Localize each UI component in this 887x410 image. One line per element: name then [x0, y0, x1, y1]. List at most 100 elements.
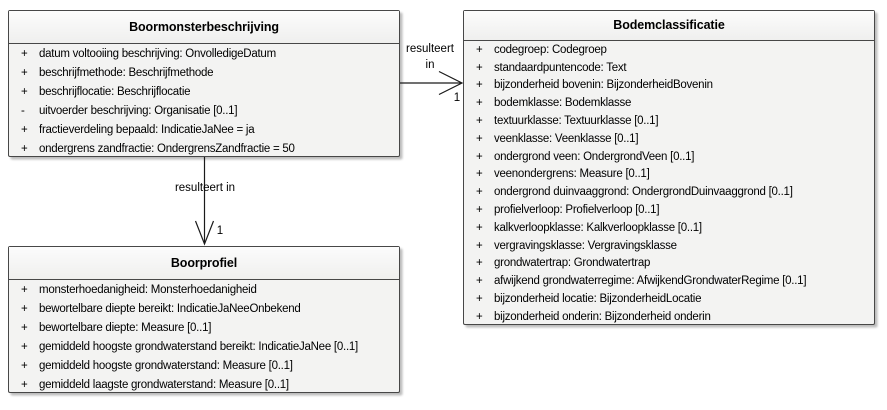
visibility-marker: + [476, 97, 483, 110]
attribute-text: veenklasse: Veenklasse [0..1] [494, 132, 639, 145]
attribute-text: bewortelbare diepte: Measure [0..1] [39, 321, 212, 334]
edge-label-resulteert-in: resulteert in [174, 182, 236, 194]
attribute-list: + monsterhoedanigheid: Monsterhoedanighei… [9, 280, 399, 394]
attribute-row: + monsterhoedanigheid: Monsterhoedanighei… [9, 280, 399, 299]
visibility-marker: + [476, 293, 483, 306]
attribute-text: vergravingsklasse: Vergravingsklasse [494, 239, 677, 252]
attribute-list: + datum voltooiing beschrijving: Onvolled… [9, 44, 399, 158]
attribute-text: fractieverdeling bepaald: IndicatieJaNee… [39, 123, 255, 136]
attribute-row: + ondergrond duinvaaggrond: OndergrondDui… [464, 183, 874, 201]
attribute-row: + bodemklasse: Bodemklasse [464, 94, 874, 112]
visibility-marker: + [21, 321, 28, 334]
attribute-text: bijzonderheid bovenin: BijzonderheidBove… [494, 79, 713, 92]
visibility-marker: + [476, 275, 483, 288]
attribute-text: beschrijflocatie: Beschrijflocatie [39, 85, 191, 98]
visibility-marker: + [476, 310, 483, 323]
visibility-marker: + [21, 66, 28, 79]
attribute-text: codegroep: Codegroep [494, 43, 607, 56]
attribute-text: bijzonderheid locatie: BijzonderheidLoca… [494, 293, 702, 306]
attribute-text: gemiddeld hoogste grondwaterstand bereik… [39, 340, 358, 353]
attribute-text: uitvoerder beschrijving: Organisatie [0.… [39, 104, 238, 117]
attribute-text: bodemklasse: Bodemklasse [494, 97, 632, 110]
visibility-marker: + [21, 302, 28, 315]
class-box-boormonsterbeschrijving: Boormonsterbeschrijving + datum voltooiin… [8, 10, 400, 157]
attribute-row: + kalkverloopklasse: Kalkverloopklasse [0… [464, 219, 874, 237]
visibility-marker: + [476, 79, 483, 92]
attribute-text: monsterhoedanigheid: Monsterhoedanigheid [39, 283, 257, 296]
association-resulteert-in-boorprofiel [194, 157, 215, 246]
class-title: Bodemclassificatie [464, 11, 874, 41]
attribute-text: kalkverloopklasse: Kalkverloopklasse [0.… [494, 221, 702, 234]
attribute-row: - uitvoerder beschrijving: Organisatie [0… [9, 101, 399, 120]
attribute-text: ondergrond veen: OndergrondVeen [0..1] [494, 150, 695, 163]
attribute-row: + standaardpuntencode: Text [464, 59, 874, 77]
attribute-row: + textuurklasse: Textuurklasse [0..1] [464, 112, 874, 130]
visibility-marker: + [21, 359, 28, 372]
attribute-row: + afwijkend grondwaterregime: AfwijkendGr… [464, 272, 874, 290]
class-box-boorprofiel: Boorprofiel + monsterhoedanigheid: Monste… [8, 246, 400, 393]
attribute-row: + datum voltooiing beschrijving: Onvolled… [9, 44, 399, 63]
visibility-marker: + [476, 186, 483, 199]
attribute-text: datum voltooiing beschrijving: Onvolledi… [39, 47, 276, 60]
open-arrowhead-icon [194, 220, 215, 246]
attribute-row: + gemiddeld hoogste grondwaterstand: Meas… [9, 356, 399, 375]
attribute-row: + bewortelbare diepte: Measure [0..1] [9, 318, 399, 337]
visibility-marker: + [476, 132, 483, 145]
visibility-marker: - [21, 104, 25, 117]
attribute-text: afwijkend grondwaterregime: AfwijkendGro… [494, 275, 807, 288]
attribute-row: + beschrijflocatie: Beschrijflocatie [9, 82, 399, 101]
attribute-text: grondwatertrap: Grondwatertrap [494, 257, 651, 270]
visibility-marker: + [21, 47, 28, 60]
attribute-row: + veenondergrens: Measure [0..1] [464, 166, 874, 184]
visibility-marker: + [476, 115, 483, 128]
attribute-row: + bewortelbare diepte bereikt: IndicatieJ… [9, 299, 399, 318]
attribute-row: + profielverloop: Profielverloop [0..1] [464, 201, 874, 219]
attribute-row: + bijzonderheid onderin: Bijzonderheid on… [464, 308, 874, 326]
attribute-text: bijzonderheid onderin: Bijzonderheid ond… [494, 310, 711, 323]
visibility-marker: + [21, 142, 28, 155]
visibility-marker: + [476, 221, 483, 234]
attribute-text: ondergrens zandfractie: OndergrensZandfr… [39, 142, 295, 155]
attribute-list: + codegroep: Codegroep + standaardpuntencod… [464, 41, 874, 326]
attribute-row: + bijzonderheid locatie: BijzonderheidLoc… [464, 290, 874, 308]
attribute-text: textuurklasse: Textuurklasse [0..1] [494, 115, 659, 128]
attribute-row: + ondergrens zandfractie: OndergrensZandf… [9, 139, 399, 158]
visibility-marker: + [21, 378, 28, 391]
attribute-text: bewortelbare diepte bereikt: IndicatieJa… [39, 302, 301, 315]
attribute-row: + vergravingsklasse: Vergravingsklasse [464, 237, 874, 255]
attribute-row: + veenklasse: Veenklasse [0..1] [464, 130, 874, 148]
class-title: Boormonsterbeschrijving [9, 11, 399, 44]
visibility-marker: + [476, 168, 483, 181]
visibility-marker: + [476, 61, 483, 74]
attribute-text: profielverloop: Profielverloop [0..1] [494, 204, 660, 217]
attribute-text: standaardpuntencode: Text [494, 61, 627, 74]
class-title: Boorprofiel [9, 247, 399, 280]
visibility-marker: + [476, 150, 483, 163]
visibility-marker: + [21, 85, 28, 98]
attribute-text: veenondergrens: Measure [0..1] [494, 168, 650, 181]
attribute-row: + grondwatertrap: Grondwatertrap [464, 255, 874, 273]
attribute-text: gemiddeld laagste grondwaterstand: Measu… [39, 378, 289, 391]
multiplicity-label: 1 [216, 225, 224, 237]
multiplicity-label: 1 [453, 92, 461, 104]
visibility-marker: + [476, 257, 483, 270]
visibility-marker: + [21, 283, 28, 296]
class-box-bodemclassificatie: Bodemclassificatie + codegroep: Codegroep… [463, 10, 875, 325]
attribute-row: + ondergrond veen: OndergrondVeen [0..1] [464, 148, 874, 166]
attribute-row: + codegroep: Codegroep [464, 41, 874, 59]
attribute-row: + fractieverdeling bepaald: IndicatieJaNe… [9, 120, 399, 139]
visibility-marker: + [476, 239, 483, 252]
attribute-row: + gemiddeld hoogste grondwaterstand berei… [9, 337, 399, 356]
attribute-text: ondergrond duinvaaggrond: OndergrondDuin… [494, 186, 793, 199]
attribute-text: beschrijfmethode: Beschrijfmethode [39, 66, 214, 79]
visibility-marker: + [476, 204, 483, 217]
visibility-marker: + [21, 340, 28, 353]
visibility-marker: + [21, 123, 28, 136]
attribute-text: gemiddeld hoogste grondwaterstand: Measu… [39, 359, 293, 372]
attribute-row: + bijzonderheid bovenin: BijzonderheidBov… [464, 77, 874, 95]
attribute-row: + beschrijfmethode: Beschrijfmethode [9, 63, 399, 82]
edge-label-in: in [425, 59, 435, 71]
visibility-marker: + [476, 43, 483, 56]
edge-label-resulteert: resulteert [406, 43, 454, 55]
